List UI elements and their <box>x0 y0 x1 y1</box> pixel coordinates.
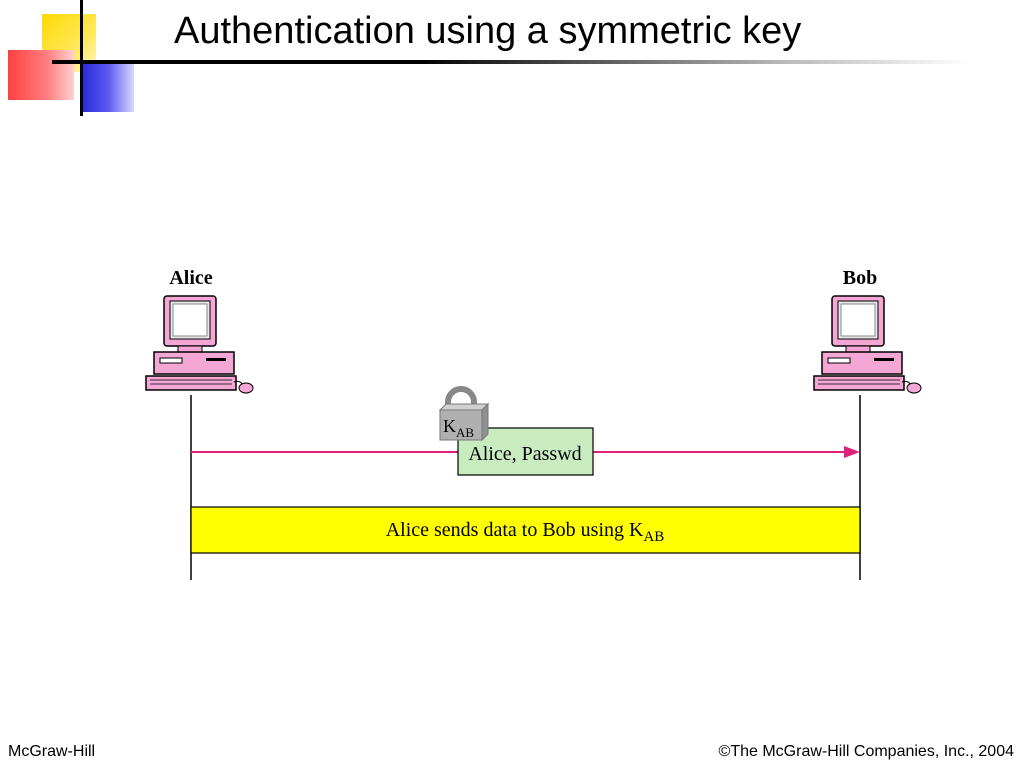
corner-vertical-line <box>80 0 83 116</box>
lock-icon <box>438 386 490 442</box>
title-underline <box>52 60 972 64</box>
corner-blue-block <box>82 62 134 112</box>
slide-title: Authentication using a symmetric key <box>174 10 802 52</box>
alice-computer-icon <box>145 295 254 394</box>
arrow-head <box>844 446 860 458</box>
bob-computer-icon <box>813 295 922 394</box>
footer-publisher: McGraw-Hill <box>8 743 96 760</box>
data-band-text: Alice sends data to Bob using KAB <box>386 519 665 545</box>
footer-copyright: ©The McGraw-Hill Companies, Inc., 2004 <box>718 743 1014 760</box>
corner-red-block <box>8 50 74 100</box>
key-label: KAB <box>443 416 474 440</box>
message-text: Alice, Passwd <box>468 443 581 465</box>
data-band <box>190 506 861 554</box>
bob-label: Bob <box>843 267 877 289</box>
alice-label: Alice <box>169 267 212 289</box>
